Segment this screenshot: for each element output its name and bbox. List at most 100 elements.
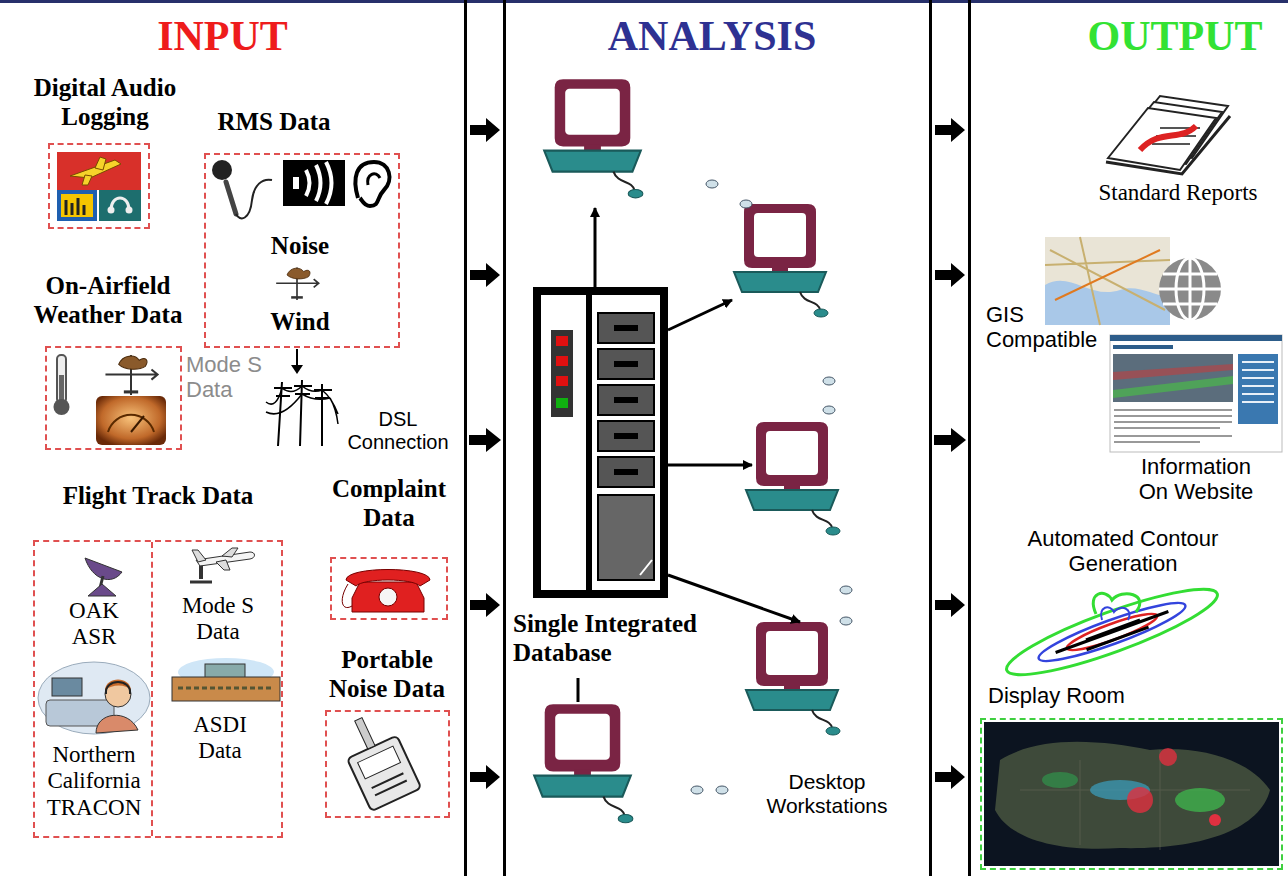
radar-icon	[88, 584, 116, 596]
display-room-photo	[1020, 750, 1250, 850]
gis-map-icon	[1045, 237, 1170, 325]
top-rule	[0, 0, 1288, 3]
gis-map-icon	[1045, 237, 1221, 325]
reports-icon	[1106, 96, 1230, 174]
dsl-link	[274, 380, 332, 446]
network-dots	[740, 200, 752, 208]
noise-contour-figure	[1000, 575, 1224, 689]
workstation-icons	[534, 704, 633, 823]
item-label: Wind	[250, 308, 350, 337]
network-links	[668, 464, 752, 467]
workstation-icons	[544, 79, 643, 198]
plane-icon	[190, 548, 255, 582]
wind-vane-icon	[276, 267, 319, 300]
portable-meter-icon	[358, 746, 401, 779]
panel-title: ANALYSIS	[582, 12, 842, 60]
controller-illustration	[38, 662, 150, 734]
portable-meter-icon	[334, 707, 421, 811]
display-room-box: Display Room	[980, 718, 1283, 870]
audio-logging-icon	[66, 198, 84, 215]
audio-logging-box: Digital Audio Logging	[48, 143, 150, 229]
flow-arrow-head	[951, 428, 966, 452]
controller-illustration	[38, 662, 150, 734]
plane-icon	[199, 565, 203, 579]
display-room-photo	[1175, 788, 1225, 812]
network-links	[668, 300, 732, 330]
network-dots	[691, 786, 703, 794]
flow-arrow	[469, 428, 501, 452]
weather-icons	[57, 355, 66, 403]
audio-logging-icon	[57, 152, 141, 190]
analysis-panel: ANALYSIS Single Integrated Database	[503, 0, 932, 876]
website-screenshot	[1113, 376, 1233, 398]
output-label: Automated Contour Generation	[1008, 526, 1238, 577]
box-heading: Digital Audio Logging	[10, 74, 200, 132]
link-label: DSL Connection	[340, 408, 456, 454]
reports-icon	[1106, 116, 1230, 174]
weather-icons	[54, 399, 70, 415]
website-screenshot	[1110, 335, 1282, 452]
noise-contour-figure	[1101, 607, 1129, 620]
output-label: Display Room	[988, 683, 1188, 708]
network-dots	[840, 617, 852, 625]
building-icon	[178, 687, 274, 690]
microphone-sound-ear-icons	[226, 182, 236, 214]
website-screenshot	[1110, 335, 1282, 452]
box-heading: Complaint Data	[314, 475, 464, 533]
flow-arrows	[470, 765, 500, 789]
dsl-link	[296, 349, 298, 366]
server-icon	[556, 376, 568, 386]
flow-arrows	[935, 593, 965, 617]
reports-icon	[1108, 108, 1216, 170]
flow-arrow-head	[486, 428, 501, 452]
server-icon	[614, 361, 638, 367]
server-icon	[533, 287, 668, 598]
stray-label: Mode S Data	[186, 352, 272, 403]
microphone-sound-ear-icons	[236, 180, 272, 219]
display-room-photo	[1042, 772, 1078, 788]
gis-map-icon	[1159, 258, 1221, 320]
controller-illustration	[52, 678, 82, 696]
item-label: Noise	[250, 232, 350, 261]
flow-arrow-shaft	[469, 435, 488, 445]
flow-arrows	[470, 118, 500, 142]
rms-data-box: RMS DataNoiseWind	[204, 153, 400, 348]
box-heading: Portable Noise Data	[317, 646, 457, 704]
building-icon	[205, 664, 245, 678]
workstation-icons	[534, 79, 840, 823]
dsl-link	[266, 386, 338, 424]
portable-meter-icon	[372, 773, 407, 795]
audio-logging-icon	[61, 194, 93, 217]
building-icon	[172, 658, 280, 701]
weather-icons	[96, 396, 166, 445]
panel-title: OUTPUT	[1070, 12, 1280, 60]
website-screenshot	[1113, 364, 1233, 380]
server-icon	[598, 349, 654, 379]
flow-arrow-shaft	[934, 435, 953, 445]
network-links	[594, 208, 597, 287]
microphone-sound-ear-icons	[283, 160, 345, 206]
website-screenshot	[1113, 354, 1233, 402]
weather-icons	[59, 375, 64, 403]
flow-arrows	[470, 118, 965, 789]
server-label: Single Integrated Database	[513, 610, 725, 668]
microphone-sound-ear-icons	[306, 162, 332, 204]
gis-map-icon	[1159, 258, 1221, 320]
network-dots	[823, 377, 835, 385]
audio-logging-icon	[57, 152, 141, 221]
display-room-photo	[984, 722, 1279, 866]
dsl-link	[291, 365, 303, 374]
building-icon	[172, 677, 280, 701]
plane-icon	[190, 581, 212, 584]
network-dots	[706, 180, 718, 188]
workstation-icons	[746, 622, 840, 735]
radar-icon	[85, 558, 122, 596]
server-icon	[541, 295, 586, 590]
server-icon	[533, 287, 668, 598]
flow-arrows	[935, 118, 965, 142]
website-screenshot	[1242, 362, 1274, 402]
noise-contour-figure	[1086, 620, 1140, 640]
output-label: Standard Reports	[1078, 180, 1278, 206]
